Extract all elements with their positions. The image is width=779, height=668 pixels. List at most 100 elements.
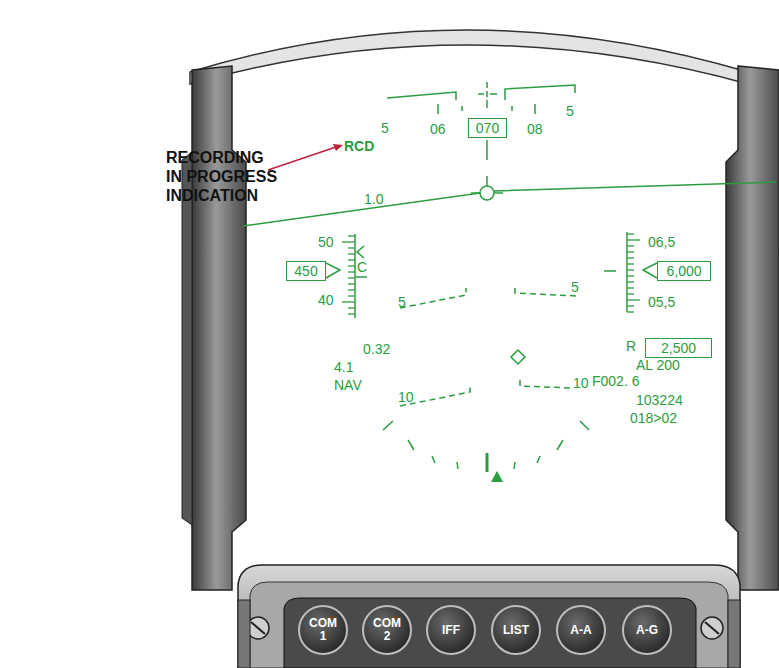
hud-lines-part: [354, 234, 356, 318]
bank-pointer: [491, 471, 503, 482]
hud-lines-part: [505, 85, 575, 100]
hud-lines-part: [604, 270, 616, 272]
hud-readout: 50: [318, 234, 334, 250]
hud-lines-part: [486, 453, 489, 472]
tape-tick: [342, 241, 355, 242]
bottom-panel-part: [728, 600, 740, 668]
hud-readout: 08: [527, 121, 543, 137]
hud-button: LIST: [491, 605, 541, 655]
tape-tick: [348, 265, 355, 266]
readout-value: 450: [294, 263, 317, 279]
hud-readout: AL 200: [636, 357, 680, 373]
hud-readout: 1.0: [364, 191, 383, 207]
callout-leader: [268, 144, 343, 170]
button-label: LIST: [499, 624, 533, 637]
bottom-panel-part: [251, 622, 265, 634]
left-post: [182, 66, 246, 590]
tape-tick: [627, 257, 634, 258]
hud-lines-part: [511, 350, 525, 364]
tape-ticks: [342, 234, 640, 314]
hud-readout: 5: [566, 103, 574, 119]
button-label: COM 2: [370, 617, 404, 643]
hud-readout: F002. 6: [592, 373, 639, 389]
bottom-panel-part: [284, 598, 696, 668]
left-post-part: [192, 66, 246, 590]
hud-lines-part: [326, 263, 340, 278]
tape-tick: [348, 277, 355, 278]
tape-tick: [627, 281, 634, 282]
bottom-panel-part: [701, 617, 723, 639]
tape-tick: [627, 263, 634, 264]
tape-tick: [348, 259, 355, 260]
hud-readout: 40: [318, 292, 334, 308]
tape-tick: [627, 299, 640, 300]
hud-button: IFF: [426, 605, 476, 655]
hud-lines-part: [643, 263, 657, 278]
readout-value: 070: [476, 120, 499, 136]
hud-button: A-A: [556, 605, 606, 655]
hud-readout: NAV: [334, 377, 362, 393]
hud-button: COM 1: [298, 605, 348, 655]
bottom-panel: [238, 565, 740, 668]
hud-readout: 06: [430, 121, 446, 137]
hud-readout: 05,5: [648, 294, 675, 310]
hud-lines-part: [357, 246, 364, 258]
hud-button: A-G: [622, 605, 672, 655]
hud-lines: [243, 82, 776, 472]
bottom-panel-part: [238, 600, 250, 668]
hud-lines-part: [486, 140, 488, 160]
tape-tick: [627, 251, 634, 252]
hud-readout: 4.1: [334, 359, 353, 375]
tape-tick: [348, 295, 355, 296]
hud-lines-part: [478, 82, 497, 108]
hud-readout: R: [626, 338, 636, 354]
tape-tick: [627, 311, 634, 312]
button-label: A-A: [564, 624, 598, 637]
boxed-readout: 070: [468, 118, 507, 138]
hud-lines-part: [515, 288, 578, 296]
hud-readout: 5: [398, 294, 406, 310]
hud-readout: 06,5: [648, 234, 675, 250]
hud-lines-part: [471, 176, 503, 193]
tape-tick: [342, 301, 355, 302]
bottom-panel-part: [250, 582, 728, 668]
hud-readout: 5: [571, 279, 579, 295]
hud-readout: 0.32: [363, 341, 390, 357]
tape-tick: [627, 275, 634, 276]
readout-value: 2,500: [661, 340, 696, 356]
tape-tick: [627, 239, 640, 240]
tape-tick: [348, 271, 355, 272]
combiner-top: [190, 30, 748, 84]
right-post: [726, 66, 779, 590]
recording-indicator: RCD: [344, 138, 374, 154]
tape-tick: [348, 307, 355, 308]
tape-tick: [627, 233, 634, 234]
right-post-part: [726, 66, 779, 590]
bottom-panel-part: [238, 565, 740, 668]
tape-tick: [348, 283, 355, 284]
hud-button: COM 2: [362, 605, 412, 655]
hud-lines-part: [387, 92, 456, 100]
tape-tick: [348, 247, 355, 248]
callout-text: RECORDING IN PROGRESS INDICATION: [166, 148, 281, 205]
boxed-readout: 2,500: [645, 338, 712, 358]
tape-tick: [627, 293, 634, 294]
tape-tick: [348, 289, 355, 290]
tape-tick: [348, 235, 355, 236]
hud-lines-part: [480, 186, 494, 200]
button-label: A-G: [630, 624, 664, 637]
hud-lines-part: [438, 104, 535, 114]
hud-readout: 103224: [636, 392, 683, 408]
button-label: COM 1: [306, 617, 340, 643]
combiner-top-part: [190, 30, 748, 84]
hud-lines-part: [356, 276, 367, 278]
hud-readout: 10: [573, 375, 589, 391]
callout-leader-part: [333, 144, 343, 151]
tape-tick: [627, 245, 634, 246]
boxed-readout: 6,000: [657, 261, 711, 281]
hud-lines-part: [243, 182, 776, 226]
callout-leader-part: [268, 147, 336, 170]
